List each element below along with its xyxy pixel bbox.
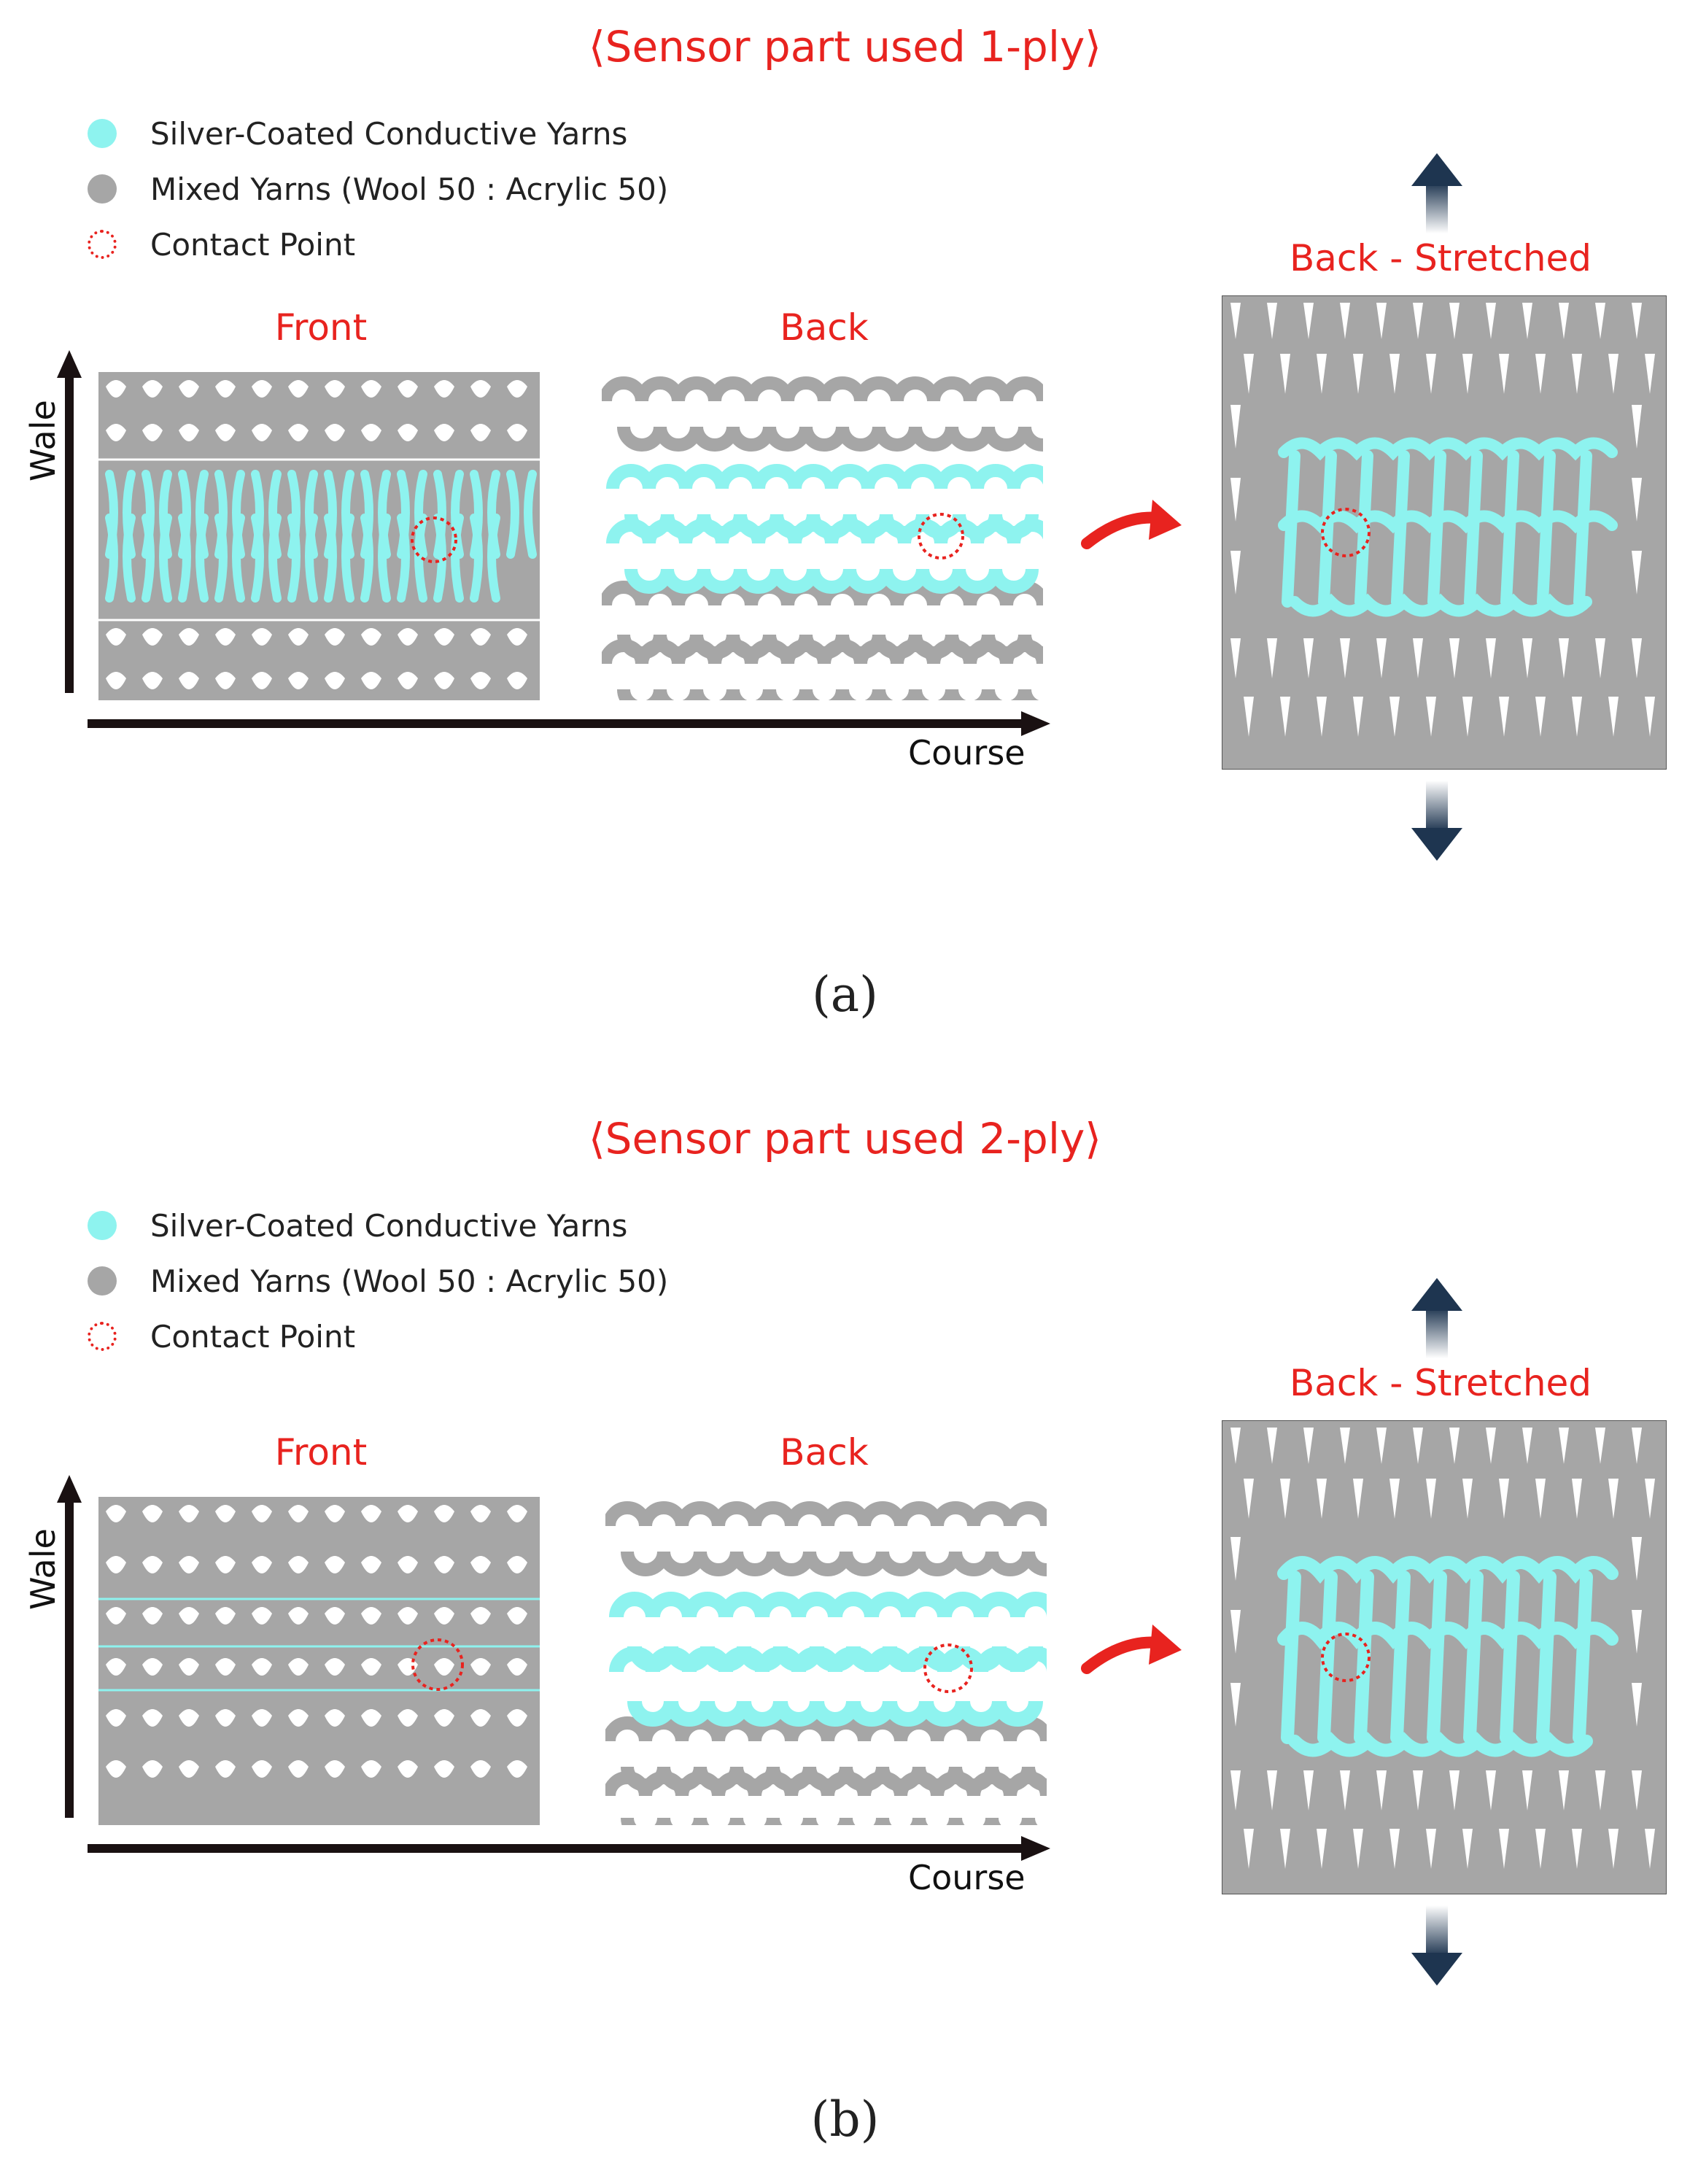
- front-fabric: [98, 1497, 540, 1825]
- figure-caption: (a): [812, 967, 878, 1023]
- stretched-conductive-yarn: [1277, 1556, 1619, 1757]
- conductive-yarn-swatch-icon: [88, 1211, 117, 1240]
- back-conductive-yarn: [606, 464, 1043, 594]
- mixed-yarn-swatch-icon: [88, 174, 117, 204]
- front-loop-pattern: [98, 380, 540, 689]
- back-label: Back: [780, 306, 869, 349]
- course-axis-label: Course: [908, 733, 1026, 772]
- stretched-fabric: [1222, 295, 1667, 770]
- transition-arrow-icon: [1081, 500, 1182, 549]
- legend-label: Contact Point: [150, 1318, 356, 1355]
- back-fabric: [602, 372, 1043, 700]
- back-loop-pattern: [605, 1501, 1047, 1825]
- contact-point-icon: [1321, 1633, 1371, 1682]
- panel-a: ⟨Sensor part used 1-ply⟩ Silver-Coated C…: [23, 22, 1667, 1023]
- legend-label: Silver-Coated Conductive Yarns: [150, 1207, 628, 1244]
- legend-item-contact: Contact Point: [88, 1309, 668, 1364]
- contact-point-swatch-icon: [88, 1322, 117, 1351]
- front-conductive-yarn: [105, 470, 537, 603]
- stretched-label: Back - Stretched: [1289, 1362, 1592, 1404]
- back-label: Back: [780, 1431, 869, 1474]
- legend-item-mixed: Mixed Yarns (Wool 50 : Acrylic 50): [88, 161, 668, 217]
- stretch-up-arrow-icon: [1411, 153, 1462, 233]
- contact-point-swatch-icon: [88, 230, 117, 259]
- axes: [57, 1475, 1050, 1861]
- panel-b: ⟨Sensor part used 2-ply⟩ Silver-Coated C…: [0, 1092, 1690, 2184]
- conductive-yarn-swatch-icon: [88, 119, 117, 148]
- front-conductive-yarn: [98, 1598, 540, 1692]
- mixed-yarn-swatch-icon: [88, 1266, 117, 1296]
- stretched-conductive-yarn: [1278, 437, 1618, 617]
- wale-arrowhead-icon: [57, 350, 82, 378]
- legend-item-conductive: Silver-Coated Conductive Yarns: [88, 1198, 668, 1253]
- front-loop-pattern: [106, 1505, 527, 1778]
- legend-item-mixed: Mixed Yarns (Wool 50 : Acrylic 50): [88, 1253, 668, 1309]
- back-fabric: [605, 1497, 1047, 1825]
- stretched-fabric: [1222, 1420, 1667, 1894]
- stretch-up-arrow-icon: [1411, 1278, 1462, 1358]
- wale-arrowhead-icon: [57, 1475, 82, 1503]
- contact-point-icon: [923, 1643, 973, 1693]
- front-fabric: [98, 372, 540, 700]
- legend-label: Mixed Yarns (Wool 50 : Acrylic 50): [150, 1263, 669, 1299]
- panel-title: ⟨Sensor part used 1-ply⟩: [589, 22, 1101, 71]
- back-loop-pattern: [602, 376, 1043, 700]
- contact-point-icon: [918, 513, 964, 559]
- stretched-loop-pattern: [1230, 303, 1655, 737]
- legend: Silver-Coated Conductive Yarns Mixed Yar…: [88, 1198, 668, 1364]
- stretch-down-arrow-icon: [1411, 1905, 1462, 1986]
- legend-label: Mixed Yarns (Wool 50 : Acrylic 50): [150, 171, 669, 207]
- legend-item-conductive: Silver-Coated Conductive Yarns: [88, 106, 668, 161]
- course-axis-label: Course: [908, 1858, 1026, 1897]
- panel-title: ⟨Sensor part used 2-ply⟩: [589, 1114, 1101, 1163]
- course-arrowhead-icon: [1021, 1836, 1050, 1861]
- legend: Silver-Coated Conductive Yarns Mixed Yar…: [88, 106, 668, 272]
- back-conductive-yarn: [609, 1592, 1047, 1727]
- legend-label: Silver-Coated Conductive Yarns: [150, 115, 628, 152]
- stretched-label: Back - Stretched: [1289, 237, 1592, 279]
- front-label: Front: [274, 306, 368, 349]
- figure-caption: (b): [810, 2091, 880, 2148]
- contact-point-icon: [1321, 508, 1371, 557]
- stretched-loop-pattern: [1230, 1428, 1655, 1869]
- contact-point-icon: [411, 516, 457, 563]
- contact-point-icon: [411, 1638, 464, 1691]
- stretch-down-arrow-icon: [1411, 781, 1462, 861]
- transition-arrow-icon: [1081, 1625, 1182, 1674]
- legend-label: Contact Point: [150, 226, 356, 263]
- front-label: Front: [274, 1431, 368, 1474]
- axes: [57, 350, 1050, 736]
- legend-item-contact: Contact Point: [88, 217, 668, 272]
- course-arrowhead-icon: [1021, 711, 1050, 736]
